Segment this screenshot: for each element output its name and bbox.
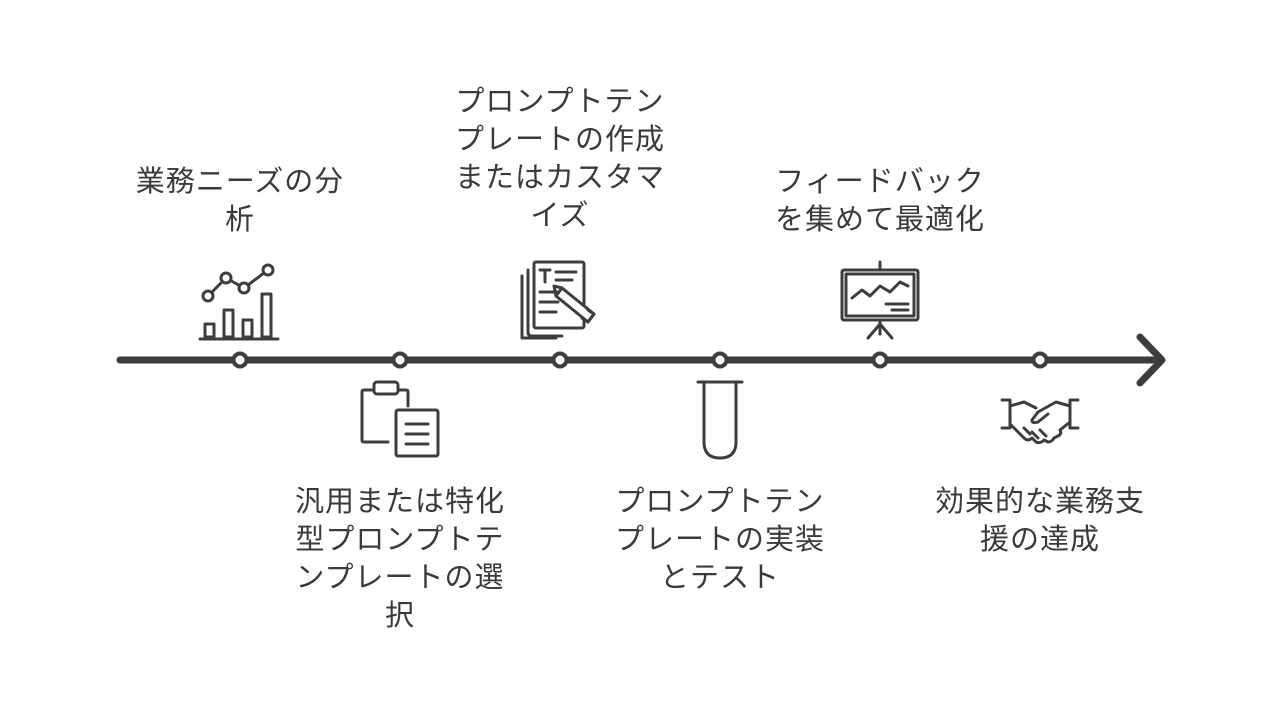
label-line: とテスト bbox=[659, 560, 780, 594]
stage-label-feedback-optimize: フィードバック を集めて最適化 bbox=[760, 162, 1000, 238]
stage-marker-1 bbox=[231, 351, 249, 369]
label-line: プレートの作成 bbox=[454, 122, 665, 156]
handshake-icon bbox=[998, 392, 1082, 448]
clipboard-documents-icon bbox=[358, 378, 444, 462]
label-line: プレートの実装 bbox=[614, 522, 825, 556]
label-line: 択 bbox=[384, 598, 415, 632]
label-line: 型プロンプトテ bbox=[295, 522, 505, 556]
document-pencil-icon bbox=[516, 256, 606, 342]
stage-label-business-needs: 業務ニーズの分 析 bbox=[120, 162, 360, 238]
label-line: 業務ニーズの分 bbox=[135, 164, 345, 198]
label-line: イズ bbox=[530, 198, 590, 232]
presentation-board-icon bbox=[836, 260, 924, 342]
label-line: プロンプトテン bbox=[455, 84, 665, 118]
stage-label-template-selection: 汎用または特化 型プロンプトテ ンプレートの選 択 bbox=[280, 482, 520, 634]
label-line: 効果的な業務支 bbox=[934, 484, 1145, 518]
analytics-chart-icon bbox=[196, 258, 284, 344]
stage-label-business-support: 効果的な業務支 援の達成 bbox=[920, 482, 1160, 558]
label-line: フィードバック bbox=[775, 164, 985, 198]
stage-label-implementation-test: プロンプトテン プレートの実装 とテスト bbox=[600, 482, 840, 596]
label-line: を集めて最適化 bbox=[774, 202, 985, 236]
arrow-right-icon bbox=[1136, 333, 1166, 387]
stage-label-template-creation: プロンプトテン プレートの作成 またはカスタマ イズ bbox=[440, 82, 680, 234]
stage-marker-6 bbox=[1031, 351, 1049, 369]
label-line: プロンプトテン bbox=[615, 484, 825, 518]
stage-marker-2 bbox=[391, 351, 409, 369]
label-line: またはカスタマ bbox=[454, 160, 665, 194]
label-line: 汎用または特化 bbox=[294, 484, 505, 518]
label-line: 析 bbox=[224, 202, 255, 236]
label-line: 援の達成 bbox=[979, 522, 1100, 556]
test-tube-icon bbox=[692, 378, 748, 462]
stage-marker-3 bbox=[551, 351, 569, 369]
label-line: ンプレートの選 bbox=[295, 560, 505, 594]
stage-marker-4 bbox=[711, 351, 729, 369]
stage-marker-5 bbox=[871, 351, 889, 369]
